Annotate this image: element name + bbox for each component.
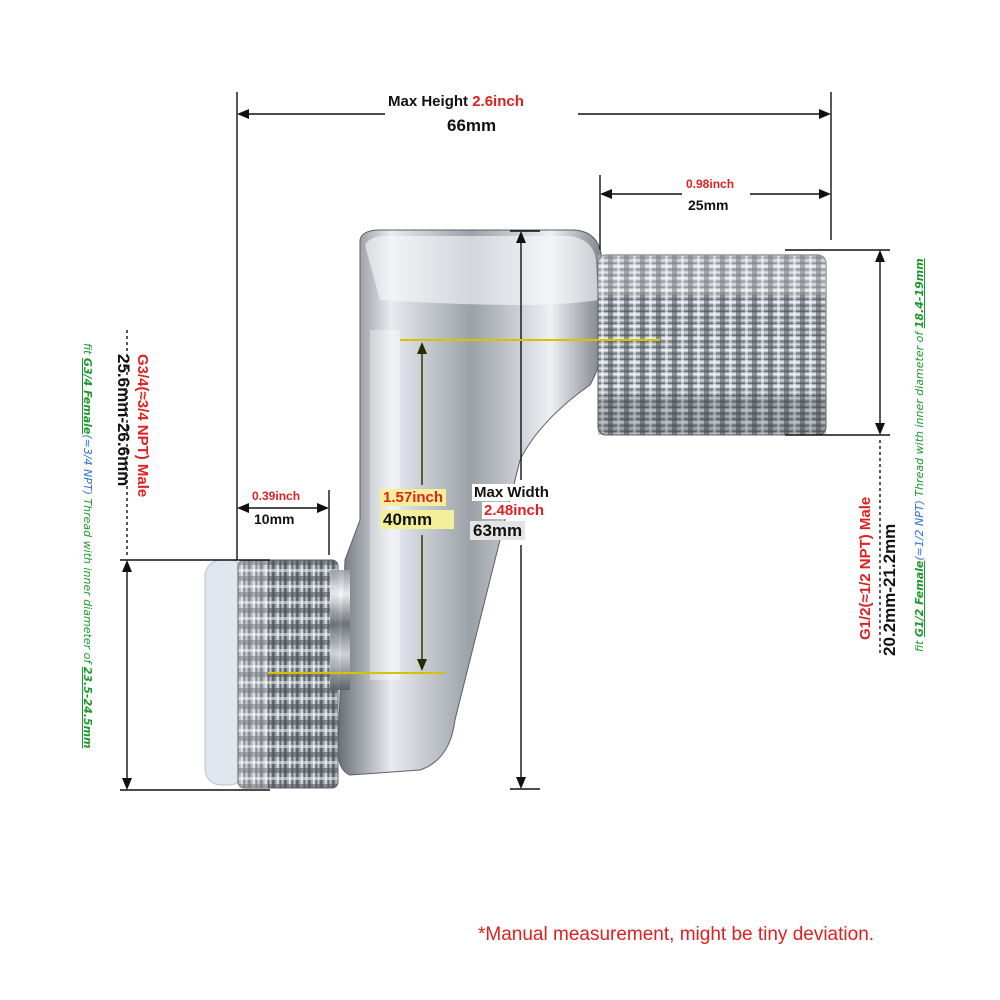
max-width-mm: 63mm [470, 521, 526, 540]
center-distance-mm: 40mm [380, 510, 455, 529]
left-fit-value: 23.5-24.5mm [81, 666, 94, 749]
left-thread-spec: G3/4(≈3/4 NPT) Male [134, 354, 151, 498]
max-height-inch: 2.6inch [472, 93, 524, 110]
left-fit-npt: (≈3/4 NPT) [81, 434, 94, 495]
max-width-inch: 2.48inch [482, 502, 547, 519]
left-thread-length-inch: 0.39inch [252, 489, 301, 503]
right-thread-fit-note: fit G1/2 Female(≈1/2 NPT) Thread with in… [913, 258, 926, 652]
right-fit-suffix: Thread with inner diameter of [913, 331, 926, 497]
fitting-body [337, 229, 605, 776]
right-male-thread [597, 254, 827, 436]
left-fit-prefix: fit [81, 343, 94, 355]
left-thread-fit-note: fit G3/4 Female(≈3/4 NPT) Thread with in… [81, 343, 94, 749]
left-thread-length-mm: 10mm [254, 511, 295, 527]
center-distance-guide [268, 339, 660, 674]
left-thread-diameter: 25.6mm-26.6mm [114, 354, 133, 487]
left-fit-suffix: Thread with inner diameter of [81, 498, 94, 664]
left-male-thread [204, 559, 350, 789]
max-height-label: Max Height 2.6inch [388, 94, 524, 109]
right-thread-diameter: 20.2mm-21.2mm [880, 523, 899, 656]
max-height-label-text: Max Height [388, 93, 469, 110]
measurement-note: *Manual measurement, might be tiny devia… [478, 924, 875, 945]
max-height-mm: 66mm [447, 116, 497, 135]
right-fit-female: G1/2 Female [913, 560, 926, 638]
dimension-lines [120, 92, 890, 791]
right-fit-value: 18.4-19mm [913, 258, 926, 329]
right-thread-length-mm: 25mm [688, 197, 729, 213]
left-fit-female: G3/4 Female [81, 357, 94, 435]
right-thread-spec: G1/2(≈1/2 NPT) Male [857, 496, 874, 640]
max-width-label: Max Width [472, 484, 551, 501]
dimension-arrowheads [122, 109, 885, 790]
right-fit-npt: (≈1/2 NPT) [913, 500, 926, 561]
right-fit-prefix: fit [913, 640, 926, 652]
center-distance-inch: 1.57inch [380, 489, 447, 506]
right-thread-length-inch: 0.98inch [686, 177, 735, 191]
